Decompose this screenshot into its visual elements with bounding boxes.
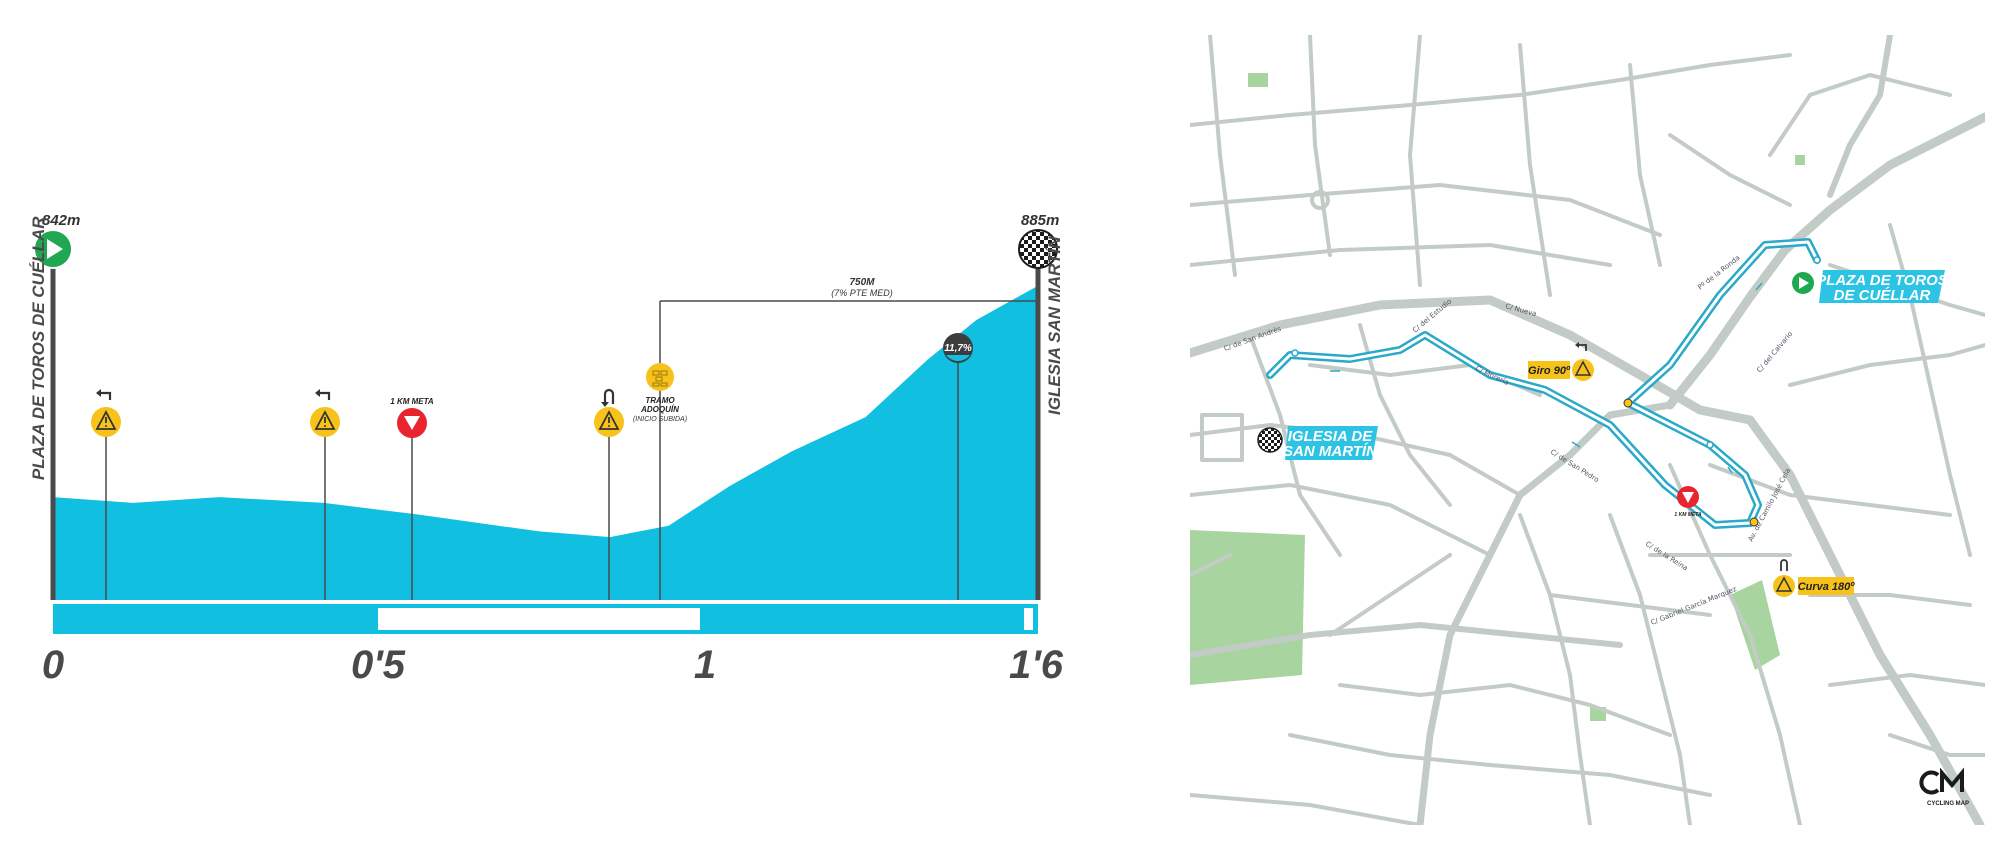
x-tick-1: 1 — [694, 643, 716, 687]
start-name: PLAZA DE TOROS DE CUÉLLAR — [29, 216, 48, 480]
junction-dot — [1749, 517, 1759, 527]
start-elevation: 842m — [42, 212, 80, 229]
finish-elevation: 885m — [1021, 212, 1059, 229]
elevation-area — [53, 285, 1038, 600]
logo-text: CYCLING MAP — [1927, 801, 1969, 807]
u-turn-marker — [594, 388, 624, 437]
climb-gradient: (7% PTE MED) — [831, 288, 893, 298]
cobbles-marker: TRAMO ADOQUÍN (INICIO SUBIDA) — [633, 363, 687, 423]
map-turn-label: Giro 90º — [1528, 365, 1571, 377]
junction-dot — [1813, 256, 1821, 264]
km-marker-label: 1 KM META — [390, 397, 434, 406]
start-flag-icon — [33, 229, 73, 269]
x-tick-0: 0 — [42, 643, 64, 687]
map-uturn-label: Curva 180º — [1798, 581, 1856, 593]
park-areas — [1190, 73, 1805, 721]
climb-length: 750M — [849, 277, 875, 288]
km-bar-end-white — [1024, 608, 1033, 630]
map-finish-label-1: IGLESIA DE — [1288, 428, 1373, 445]
map-start-label-2: DE CUÉLLAR — [1834, 287, 1931, 304]
map-finish-marker: IGLESIA DE SAN MARTÍN — [1257, 426, 1378, 460]
u-turn-icon — [603, 388, 615, 404]
turn-left-icon — [320, 391, 331, 400]
map-start-marker: PLAZA DE TOROS DE CUÉLLAR — [1790, 270, 1948, 304]
cobbles-title-2: ADOQUÍN — [640, 405, 679, 414]
climb-bracket: 750M (7% PTE MED) — [659, 277, 1038, 353]
cycling-map-logo: CYCLING MAP — [1919, 767, 1969, 807]
km-to-go-marker: 1 KM META — [390, 397, 434, 438]
max-gradient-marker: 11,7% — [943, 333, 973, 363]
km-bar — [53, 604, 1038, 634]
turn-left-marker-1 — [91, 389, 121, 437]
map-uturn-marker: Curva 180º — [1773, 559, 1856, 597]
turn-left-icon — [1579, 344, 1587, 351]
cobbles-subtitle: (INICIO SUBIDA) — [633, 416, 687, 423]
checkered-flag-icon — [1018, 229, 1058, 269]
turn-left-icon — [101, 391, 112, 400]
route-map: C/ de San Andrés C/ del Estudio C/ Nueva… — [1190, 35, 1985, 825]
race-route — [1266, 238, 1821, 529]
junction-dot — [1706, 441, 1714, 449]
direction-arrows — [1330, 282, 1763, 474]
cobbles-title-1: TRAMO — [645, 396, 675, 405]
map-km-marker: 1 KM META — [1674, 486, 1702, 518]
junction-dot — [1623, 398, 1633, 408]
map-finish-label-2: SAN MARTÍN — [1283, 443, 1378, 460]
elevation-profile: 842m 885m PLAZA DE TOROS DE CUÉLLAR IGLE… — [29, 212, 1064, 687]
max-gradient-value: 11,7% — [944, 343, 972, 354]
map-km-label: 1 KM META — [1674, 512, 1702, 518]
junction-dot — [1291, 349, 1299, 357]
finish-name: IGLESIA SAN MARTÍN — [1045, 236, 1064, 415]
checkered-flag-icon — [1257, 427, 1283, 453]
marker-stems — [105, 353, 959, 600]
x-tick-1-6: 1'6 — [1009, 643, 1064, 687]
map-turn-marker: Giro 90º — [1528, 342, 1594, 381]
x-tick-0-5: 0'5 — [351, 643, 406, 687]
map-start-label-1: PLAZA DE TOROS — [1816, 272, 1948, 289]
u-turn-icon — [1780, 559, 1788, 571]
km-bar-segment-white — [378, 608, 700, 630]
turn-left-marker-2 — [310, 389, 340, 437]
